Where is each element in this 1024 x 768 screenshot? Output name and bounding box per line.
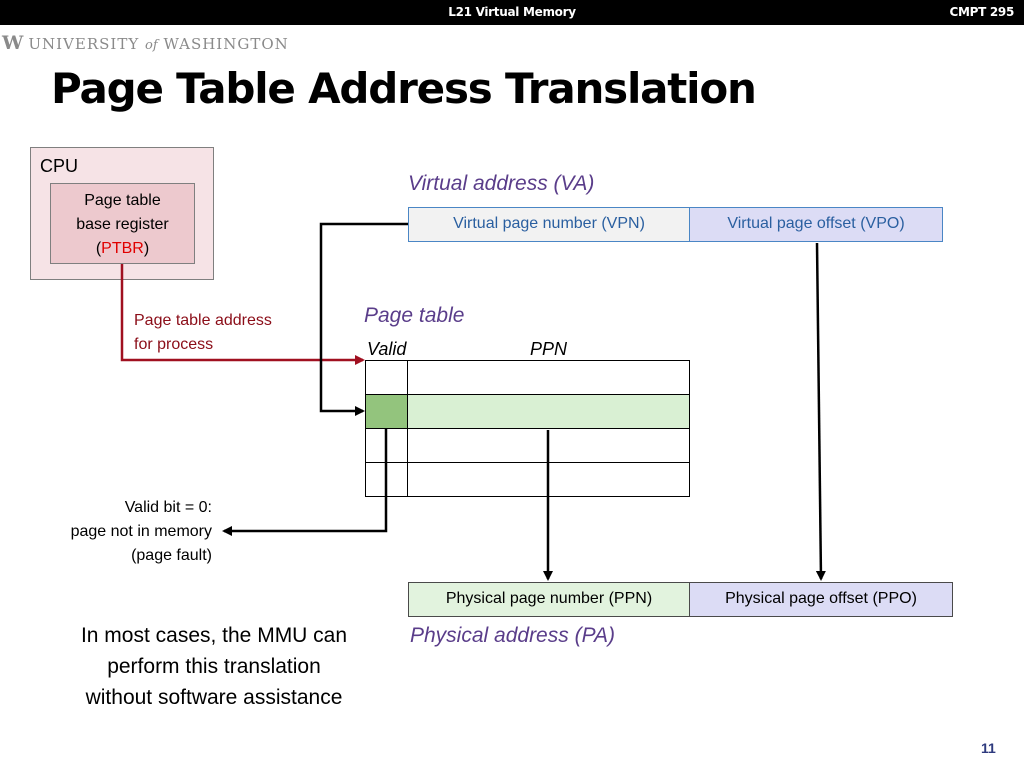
mmu-line2: perform this translation bbox=[107, 655, 321, 678]
ptbr-close-paren: ) bbox=[143, 240, 150, 257]
ptaddr-line2: for process bbox=[134, 336, 214, 353]
valid-bit-cell bbox=[366, 395, 408, 428]
fault-line2: page not in memory bbox=[70, 523, 212, 540]
cpu-label: CPU bbox=[40, 156, 79, 176]
vpo-to-ppo-arrow bbox=[815, 242, 826, 581]
page-table-label: Page table bbox=[364, 304, 465, 327]
physical-address-label: Physical address (PA) bbox=[410, 624, 616, 647]
page-table-row-selected bbox=[365, 394, 690, 429]
course-code: CMPT 295 bbox=[949, 5, 1014, 19]
page-table-row bbox=[365, 462, 690, 497]
logo-washington: WASHINGTON bbox=[163, 35, 289, 53]
valid-bit-cell bbox=[366, 463, 408, 496]
mmu-line1: In most cases, the MMU can bbox=[80, 624, 348, 647]
page-table-address-label: Page table address for process bbox=[134, 309, 272, 357]
page-fault-note: Valid bit = 0: page not in memory (page … bbox=[40, 496, 212, 568]
top-bar: L21 Virtual Memory CMPT 295 bbox=[0, 0, 1024, 25]
page-number: 11 bbox=[981, 740, 996, 756]
mmu-note: In most cases, the MMU can perform this … bbox=[55, 620, 373, 713]
ptbr-abbrev: PTBR bbox=[101, 240, 144, 257]
fault-line3: (page fault) bbox=[131, 547, 212, 564]
vpn-field: Virtual page number (VPN) bbox=[408, 207, 690, 242]
valid-bit-cell bbox=[366, 361, 408, 394]
uw-w-icon: W bbox=[2, 32, 25, 54]
page-table-row bbox=[365, 428, 690, 463]
ppn-column-label: PPN bbox=[530, 339, 568, 359]
logo-of: of bbox=[145, 38, 158, 53]
slide-title: Page Table Address Translation bbox=[51, 64, 757, 113]
vpo-field: Virtual page offset (VPO) bbox=[689, 207, 943, 242]
ptbr-open-paren: ( bbox=[95, 240, 102, 257]
ptbr-register-box: Page table base register (PTBR) bbox=[50, 183, 195, 264]
ptaddr-line1: Page table address bbox=[134, 312, 272, 329]
ptbr-line3: (PTBR) bbox=[51, 237, 194, 261]
valid-column-label: Valid bbox=[367, 339, 407, 359]
page-table-row bbox=[365, 360, 690, 395]
ptbr-line2: base register bbox=[76, 216, 169, 233]
valid-bit-to-fault-arrow bbox=[222, 428, 388, 536]
ppn-field: Physical page number (PPN) bbox=[408, 582, 690, 617]
fault-line1: Valid bit = 0: bbox=[124, 499, 212, 516]
virtual-address-label: Virtual address (VA) bbox=[408, 172, 595, 195]
mmu-line3: without software assistance bbox=[85, 686, 343, 709]
lecture-title: L21 Virtual Memory bbox=[448, 5, 576, 19]
logo-university: UNIVERSITY bbox=[28, 35, 140, 53]
ppo-field: Physical page offset (PPO) bbox=[689, 582, 953, 617]
ptbr-line1: Page table bbox=[84, 192, 161, 209]
valid-bit-cell bbox=[366, 429, 408, 462]
